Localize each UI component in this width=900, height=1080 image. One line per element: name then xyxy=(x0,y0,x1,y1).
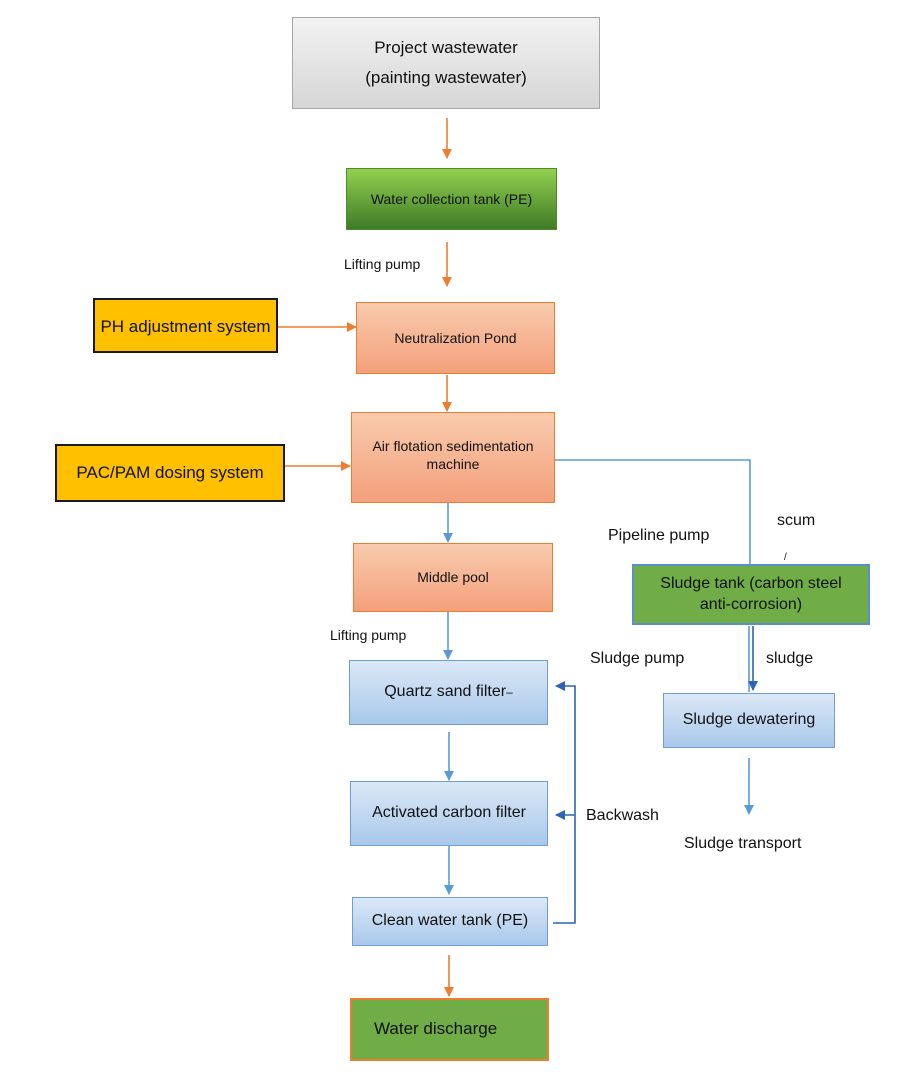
ph-adjustment-system-label: PH adjustment system xyxy=(100,317,271,336)
activated-carbon-filter-label: Activated carbon filter xyxy=(372,804,526,822)
water-discharge-box: Water discharge xyxy=(350,998,549,1061)
sludge-label: sludge xyxy=(766,650,814,667)
backwash-line xyxy=(553,681,576,924)
middle-pool-box: Middle pool xyxy=(353,543,553,612)
sludge-tank-box: Sludge tank (carbon steel anti-corrosion… xyxy=(632,564,870,625)
water-collection-tank-label: Water collection tank (PE) xyxy=(370,190,533,207)
project-wastewater-line2: (painting wastewater) xyxy=(365,68,527,87)
scum-mark: / xyxy=(784,552,787,563)
activated-carbon-filter-box: Activated carbon filter xyxy=(350,781,548,846)
sludge-transport-label: Sludge transport xyxy=(684,835,802,852)
air-flotation-machine-line2: machine xyxy=(426,456,480,473)
pac-pam-dosing-system-box: PAC/PAM dosing system xyxy=(55,444,285,502)
project-wastewater-line1: Project wastewater xyxy=(374,37,518,57)
sludge-dewatering-box: Sludge dewatering xyxy=(663,693,835,748)
neutralization-pond-box: Neutralization Pond xyxy=(356,302,555,374)
quartz-sand-filter-mark: – xyxy=(506,684,513,699)
clean-water-tank-box: Clean water tank (PE) xyxy=(352,897,548,946)
middle-pool-label: Middle pool xyxy=(417,569,489,586)
ph-adjustment-system-box: PH adjustment system xyxy=(93,298,278,353)
scum-label: scum xyxy=(777,512,816,529)
sludge-tank-line2: anti-corrosion) xyxy=(699,595,803,613)
air-flotation-machine-line1: Air flotation sedimentation xyxy=(372,438,534,454)
quartz-sand-filter-box: Quartz sand filter– xyxy=(349,660,548,725)
scum-line xyxy=(555,459,751,564)
neutralization-pond-label: Neutralization Pond xyxy=(394,329,517,346)
sludge-tank-line1: Sludge tank (carbon steel xyxy=(660,574,842,592)
air-flotation-machine-box: Air flotation sedimentation machine xyxy=(351,412,555,503)
water-collection-tank-box: Water collection tank (PE) xyxy=(346,168,557,230)
lifting-pump-label-1: Lifting pump xyxy=(344,256,421,272)
water-discharge-label: Water discharge xyxy=(374,1019,498,1039)
pipeline-pump-label: Pipeline pump xyxy=(608,527,710,544)
pac-pam-dosing-system-label: PAC/PAM dosing system xyxy=(76,462,264,482)
lifting-pump-label-2: Lifting pump xyxy=(330,627,407,643)
project-wastewater-box: Project wastewater (painting wastewater) xyxy=(292,17,600,109)
clean-water-tank-label: Clean water tank (PE) xyxy=(371,912,529,930)
sludge-pump-label: Sludge pump xyxy=(590,650,685,667)
sludge-dewatering-label: Sludge dewatering xyxy=(682,711,816,729)
backwash-label: Backwash xyxy=(586,807,659,824)
quartz-sand-filter-label: Quartz sand filter xyxy=(384,683,507,701)
